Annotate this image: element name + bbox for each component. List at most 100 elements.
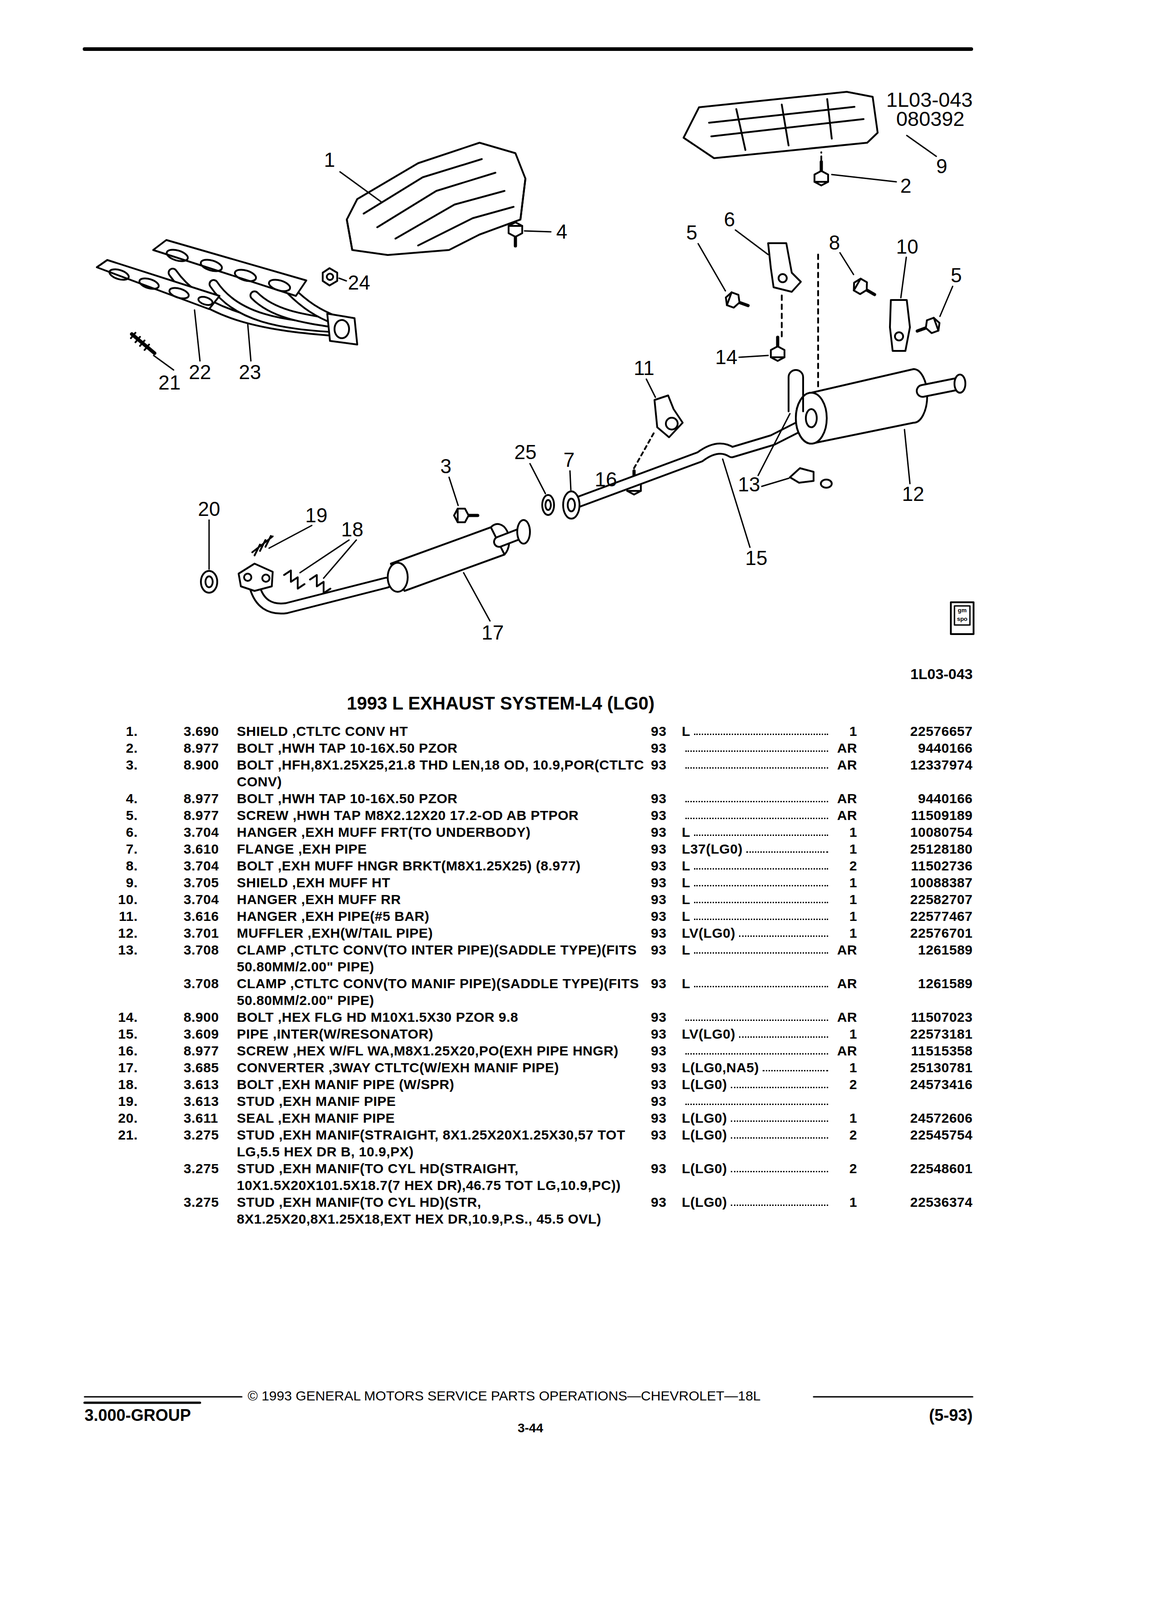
drawing-stroke xyxy=(770,337,785,361)
model-year: 93 xyxy=(650,840,667,858)
part-description: STUD ,EXH MANIF PIPE xyxy=(236,1092,646,1110)
quantity: 1 xyxy=(849,890,858,908)
parts-row: 3.8.900BOLT ,HFH,8X1.25X25,21.8 THD LEN,… xyxy=(0,756,1149,790)
part-description: CONVERTER ,3WAY CTLTC(W/EXH MANIF PIPE) xyxy=(236,1059,646,1076)
part-description: BOLT ,HFH,8X1.25X25,21.8 THD LEN,18 OD, … xyxy=(236,756,646,790)
usage-code: L(LG0,NA5) xyxy=(681,1059,760,1076)
part-description: SCREW ,HWH TAP M8X2.12X20 17.2-OD AB PTP… xyxy=(236,806,646,824)
drawing-stroke xyxy=(84,1396,242,1398)
group-code: 8.977 xyxy=(183,789,220,807)
callout-number: 15 xyxy=(745,547,768,570)
drawing-stroke xyxy=(768,243,801,292)
group-name: 3.000-GROUP xyxy=(84,1406,191,1425)
item-number: 2. xyxy=(125,739,138,757)
quantity: AR xyxy=(837,806,858,824)
quantity: 1 xyxy=(849,1059,858,1076)
drawing-stroke xyxy=(262,574,270,582)
drawing-stroke xyxy=(569,470,571,490)
part-number: 25128180 xyxy=(910,840,973,858)
callout-number: 21 xyxy=(158,371,181,394)
parts-row: 14.8.900BOLT ,HEX FLG HD M10X1.5X30 PZOR… xyxy=(0,1008,1149,1026)
drawing-stroke xyxy=(577,424,803,503)
drawing-stroke xyxy=(722,459,750,548)
group-code: 3.708 xyxy=(183,974,220,992)
drawing-stroke xyxy=(954,374,966,393)
parts-row: 11.3.616HANGER ,EXH PIPE(#5 BAR)93122577… xyxy=(0,907,1149,925)
part-number: 9440166 xyxy=(918,739,973,757)
drawing-stroke xyxy=(795,392,827,444)
drawing-stroke xyxy=(168,285,190,301)
drawing-stroke xyxy=(508,222,523,246)
drawing-stroke xyxy=(778,274,787,283)
quantity: 1 xyxy=(849,907,858,925)
usage-code: L xyxy=(681,722,691,740)
drawing-stroke xyxy=(780,295,783,337)
parts-row: 3.708 CLAMP ,CTLTC CONV(TO MANIF PIPE)(SA… xyxy=(0,974,1149,1009)
part-description: PIPE ,INTER(W/RESONATOR) xyxy=(236,1025,646,1043)
quantity: 1 xyxy=(849,722,858,740)
part-description: HANGER ,EXH MUFF FRT(TO UNDERBODY) xyxy=(236,823,646,841)
drawing-stroke xyxy=(820,152,823,160)
dot-leader-group: L xyxy=(681,890,832,908)
parts-row: 18.3.613BOLT ,EXH MANIF PIPE (W/SPR)9322… xyxy=(0,1075,1149,1093)
model-year: 93 xyxy=(650,974,667,992)
group-code: 3.704 xyxy=(183,823,220,841)
drawing-stroke xyxy=(789,468,814,483)
dot-leader-group: LV(LG0) xyxy=(681,924,832,942)
parts-row: 20.3.611SEAL ,EXH MANIF PIPE93124572606L… xyxy=(0,1109,1149,1127)
model-year: 93 xyxy=(650,1025,667,1043)
quantity: AR xyxy=(837,974,858,992)
model-year: 93 xyxy=(650,890,667,908)
part-description: SHIELD ,EXH MUFF HT xyxy=(236,874,646,891)
group-code: 3.611 xyxy=(183,1109,219,1127)
drawing-stroke xyxy=(454,508,478,523)
dot-leader-group: L(LG0) xyxy=(681,1159,832,1177)
dot-leader-group: L xyxy=(681,907,832,925)
drawing-stroke xyxy=(131,334,155,354)
drawing-stroke xyxy=(735,229,769,255)
usage-code: LV(LG0) xyxy=(681,1025,736,1043)
part-number: 12337974 xyxy=(910,756,973,774)
item-number: 11. xyxy=(118,907,138,925)
item-number: 7. xyxy=(125,840,138,858)
drawing-stroke xyxy=(900,257,907,298)
part-number: 11515358 xyxy=(910,1042,973,1060)
drawing-stroke xyxy=(233,267,258,284)
dot-leader xyxy=(685,1008,829,1021)
drawing-stroke xyxy=(634,431,655,469)
item-number: 14. xyxy=(118,1008,138,1026)
drawing-stroke xyxy=(247,323,251,361)
drawing-stroke xyxy=(914,316,942,338)
item-number: 20. xyxy=(118,1109,138,1127)
callout-number: 19 xyxy=(305,504,328,527)
drawing-stroke xyxy=(950,602,974,635)
drawing-stroke xyxy=(723,290,751,312)
callout-number: 5 xyxy=(950,264,962,287)
dot-leader-group xyxy=(681,1092,832,1105)
drawing-stroke xyxy=(208,519,210,570)
dot-leader xyxy=(694,722,829,735)
drawing-stroke xyxy=(200,570,218,593)
usage-code: L xyxy=(681,974,691,992)
parts-row: 16.8.977SCREW ,HEX W/FL WA,M8X1.25X20,PO… xyxy=(0,1042,1149,1060)
dot-leader xyxy=(730,1193,829,1206)
drawing-stroke xyxy=(346,142,526,255)
item-number: 6. xyxy=(125,823,138,841)
item-number: 18. xyxy=(118,1075,138,1093)
item-number: 10. xyxy=(118,890,138,908)
dot-leader xyxy=(694,857,829,870)
quantity: AR xyxy=(837,739,858,757)
group-code: 8.900 xyxy=(183,1008,220,1026)
part-description: BOLT ,EXH MANIF PIPE (W/SPR) xyxy=(236,1075,646,1093)
model-year: 93 xyxy=(650,1109,667,1127)
dot-leader-group xyxy=(681,1042,832,1055)
drawing-stroke xyxy=(577,424,803,503)
group-code: 3.685 xyxy=(183,1059,220,1076)
parts-row: 15.3.609PIPE ,INTER(W/RESONATOR)93122573… xyxy=(0,1025,1149,1043)
drawing-stroke xyxy=(84,1401,200,1404)
dot-leader-group xyxy=(681,789,832,803)
drawing-stroke xyxy=(814,161,829,186)
part-description: HANGER ,EXH PIPE(#5 BAR) xyxy=(236,907,646,925)
item-number: 21. xyxy=(118,1126,138,1144)
part-description: CLAMP ,CTLTC CONV(TO MANIF PIPE)(SADDLE … xyxy=(236,974,646,1009)
